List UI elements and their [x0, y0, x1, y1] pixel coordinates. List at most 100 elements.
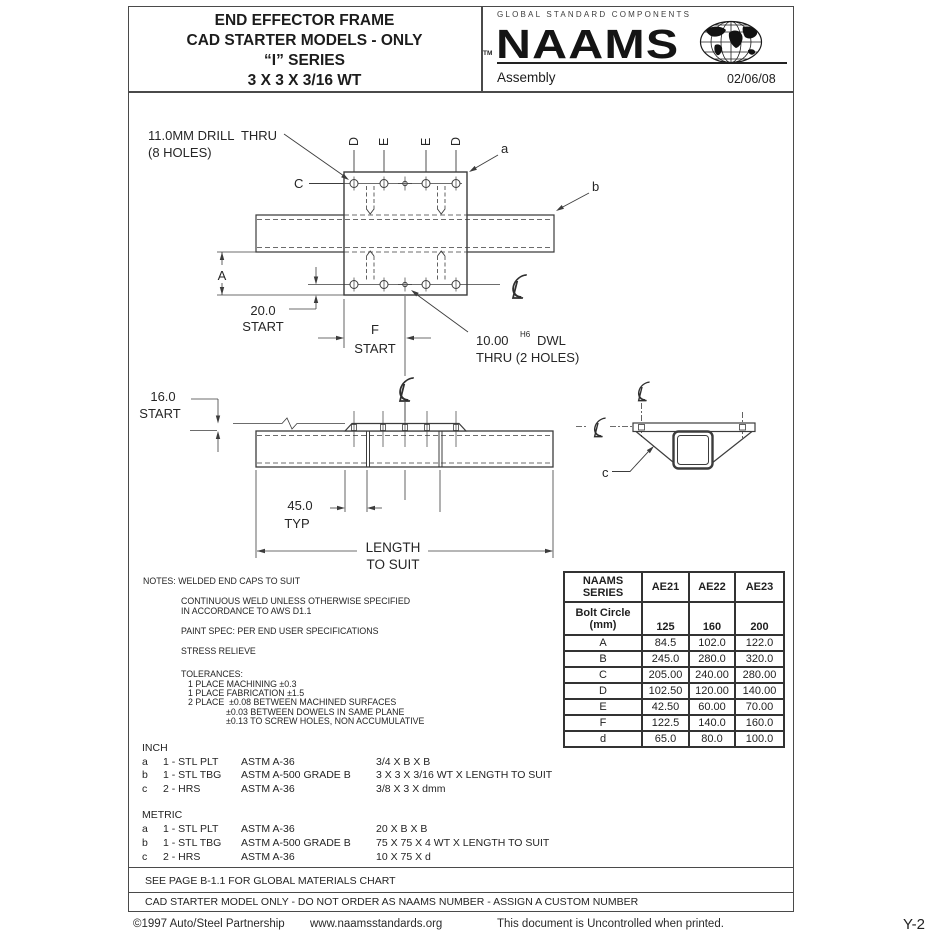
side-gussets — [366, 431, 443, 467]
cell: 140.00 — [736, 684, 785, 700]
row-label: A — [565, 636, 643, 652]
dim-20-start: START — [242, 319, 283, 334]
naams-logo-text: NAAMS — [496, 21, 680, 67]
cell: 205.00 — [643, 668, 690, 684]
top-plate — [343, 171, 468, 296]
row-size: 3/4 X B X B — [376, 756, 431, 768]
cell: 60.00 — [690, 700, 736, 716]
label-c-arrow — [646, 446, 654, 454]
dim-45-arrow-left — [367, 505, 375, 511]
table-row: d 65.0 80.0 100.0 — [565, 732, 785, 748]
cell: 80.0 — [690, 732, 736, 748]
label-a: a — [501, 141, 509, 156]
dim-20-lines — [289, 267, 317, 310]
side-plate — [343, 422, 468, 432]
header-divider — [481, 6, 483, 92]
row-id: a — [142, 823, 148, 835]
tube-hidden-lines — [257, 214, 553, 253]
tube-right — [467, 214, 555, 253]
cell: 122.0 — [736, 636, 785, 652]
dim-length-line1: LENGTH — [366, 540, 421, 555]
brand-tagline: GLOBAL STANDARD COMPONENTS — [497, 10, 692, 19]
dim-45-value: 45.0 — [287, 498, 312, 513]
globe-icon — [699, 20, 763, 64]
hole-center-ticks — [353, 176, 457, 292]
dim-45-typ: TYP — [284, 516, 309, 531]
row-spec: ASTM A-500 GRADE B — [241, 837, 351, 849]
row-size: 3/8 X 3 X dmm — [376, 783, 446, 795]
table-series-header: NAAMS SERIES — [565, 573, 643, 603]
note-line: 1 PLACE MACHINING ±0.3 — [188, 679, 297, 689]
label-a-leader — [471, 154, 499, 171]
title-block: END EFFECTOR FRAME CAD STARTER MODELS - … — [128, 11, 481, 91]
label-c-leader — [612, 451, 649, 472]
material-row: a 1 - STL PLT ASTM A-36 20 X B X B — [142, 823, 602, 836]
side-view — [255, 402, 554, 468]
bolt-value: 125 — [643, 603, 690, 636]
cad-starter-note: CAD STARTER MODEL ONLY - DO NOT ORDER AS… — [145, 896, 639, 908]
note-line: ±0.03 BETWEEN DOWELS IN SAME PLANE — [226, 707, 405, 717]
gusset-hidden-slots — [366, 186, 446, 281]
table-header-row: NAAMS SERIES AE21 AE22 AE23 — [565, 573, 785, 603]
bolt-value: 200 — [736, 603, 785, 636]
note-line: TOLERANCES: — [181, 669, 243, 679]
dowel-holes — [398, 176, 412, 292]
table-row: F 122.5 140.0 160.0 — [565, 716, 785, 732]
row-qty: 2 - HRS — [163, 851, 201, 863]
end-plate-holes — [638, 424, 746, 431]
cell: 320.0 — [736, 652, 785, 668]
bolt-value: 160 — [690, 603, 736, 636]
notes-title: NOTES: WELDED END CAPS TO SUIT — [143, 576, 301, 586]
side-tube — [255, 430, 554, 468]
ext-line-with-break — [233, 417, 345, 430]
table-row: A 84.5 102.0 122.0 — [565, 636, 785, 652]
label-C: C — [294, 176, 303, 191]
dim-20-arrow-up — [313, 295, 319, 303]
row-id: a — [142, 756, 148, 768]
document-type-label: Assembly — [497, 70, 556, 85]
row-label: D — [565, 684, 643, 700]
bottom-band-rule-2 — [128, 892, 794, 894]
header-bottom-rule — [128, 91, 794, 93]
title-line-4: 3 X 3 X 3/16 WT — [247, 72, 362, 89]
drill-leader-arrow — [341, 173, 349, 180]
row-qty: 1 - STL PLT — [163, 823, 219, 835]
dim-F-lines — [318, 296, 431, 421]
row-qty: 1 - STL PLT — [163, 756, 219, 768]
table-row: D 102.50 120.00 140.00 — [565, 684, 785, 700]
end-gusset-right — [706, 431, 753, 468]
note-line: CONTINUOUS WELD UNLESS OTHERWISE SPECIFI… — [181, 596, 411, 606]
row-label: C — [565, 668, 643, 684]
table-col-ae23: AE23 — [736, 573, 785, 603]
row-id: b — [142, 837, 148, 849]
row-size: 3 X 3 X 3/16 WT X LENGTH TO SUIT — [376, 769, 553, 781]
cell: 84.5 — [643, 636, 690, 652]
title-line-3: “I” SERIES — [264, 52, 345, 69]
drill-note-line2: (8 HOLES) — [148, 145, 212, 160]
dim-F-arrow-left — [336, 335, 344, 341]
row-id: c — [142, 783, 148, 795]
row-spec: ASTM A-36 — [241, 851, 295, 863]
row-qty: 1 - STL TBG — [163, 837, 222, 849]
material-row: a 1 - STL PLT ASTM A-36 3/4 X B X B — [142, 756, 602, 769]
label-a-arrow — [469, 165, 477, 172]
table-row: B 245.0 280.0 320.0 — [565, 652, 785, 668]
row-label: E — [565, 700, 643, 716]
row-label: F — [565, 716, 643, 732]
cell: 140.0 — [690, 716, 736, 732]
side-hole-ticks — [353, 402, 457, 447]
document-date: 02/06/08 — [727, 72, 776, 86]
end-view — [576, 403, 756, 470]
dowel-word: DWL — [537, 333, 566, 348]
hole-label-leaders — [353, 150, 457, 172]
row-qty: 1 - STL TBG — [163, 769, 222, 781]
row-spec: ASTM A-500 GRADE B — [241, 769, 351, 781]
side-tube-hidden — [257, 435, 552, 464]
dim-20-value: 20.0 — [250, 303, 275, 318]
dim-A-arrow-bottom — [219, 287, 225, 295]
engineering-drawing: D E E D 11.0MM DRILL THRU (8 HOLES) C a … — [139, 128, 756, 570]
gusset-slot-tips — [366, 208, 446, 257]
dim-F-label: F — [371, 322, 379, 337]
end-tube-inner — [677, 435, 709, 465]
inch-title: INCH — [142, 742, 168, 754]
